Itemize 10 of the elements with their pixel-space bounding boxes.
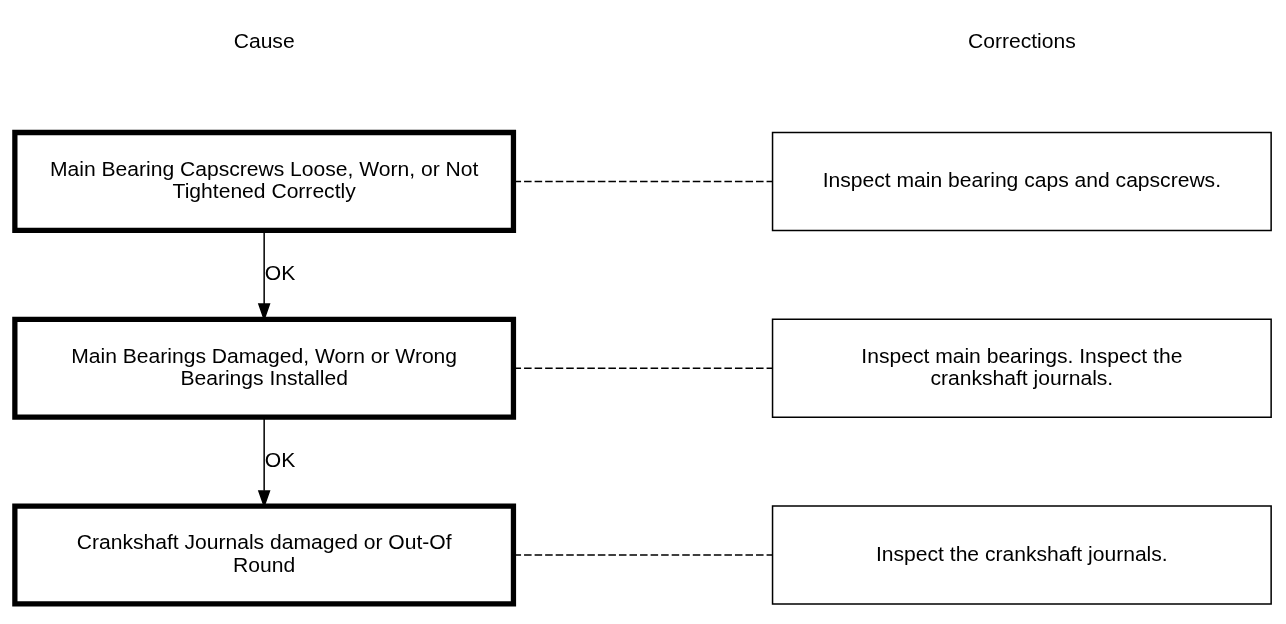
- label: Cause: [233, 28, 295, 52]
- edge-label: OK: [264, 447, 296, 471]
- edge-label: OK: [264, 260, 296, 284]
- node-box: Main Bearing Capscrews Loose, Worn, or Not Tightened Correctly: [12, 129, 517, 233]
- node-box: Inspect main bearings. Inspect the crankshaft journals.: [771, 318, 1272, 418]
- label: Corrections: [967, 28, 1076, 52]
- node-box: Inspect main bearing caps and capscrews.: [771, 131, 1272, 231]
- node-box: Main Bearings Damaged, Worn or Wrong Bearings Installed: [12, 316, 517, 420]
- node-box: Crankshaft Journals damaged or Out-Of Round: [12, 502, 517, 607]
- node-box: Inspect the crankshaft journals.: [771, 504, 1272, 605]
